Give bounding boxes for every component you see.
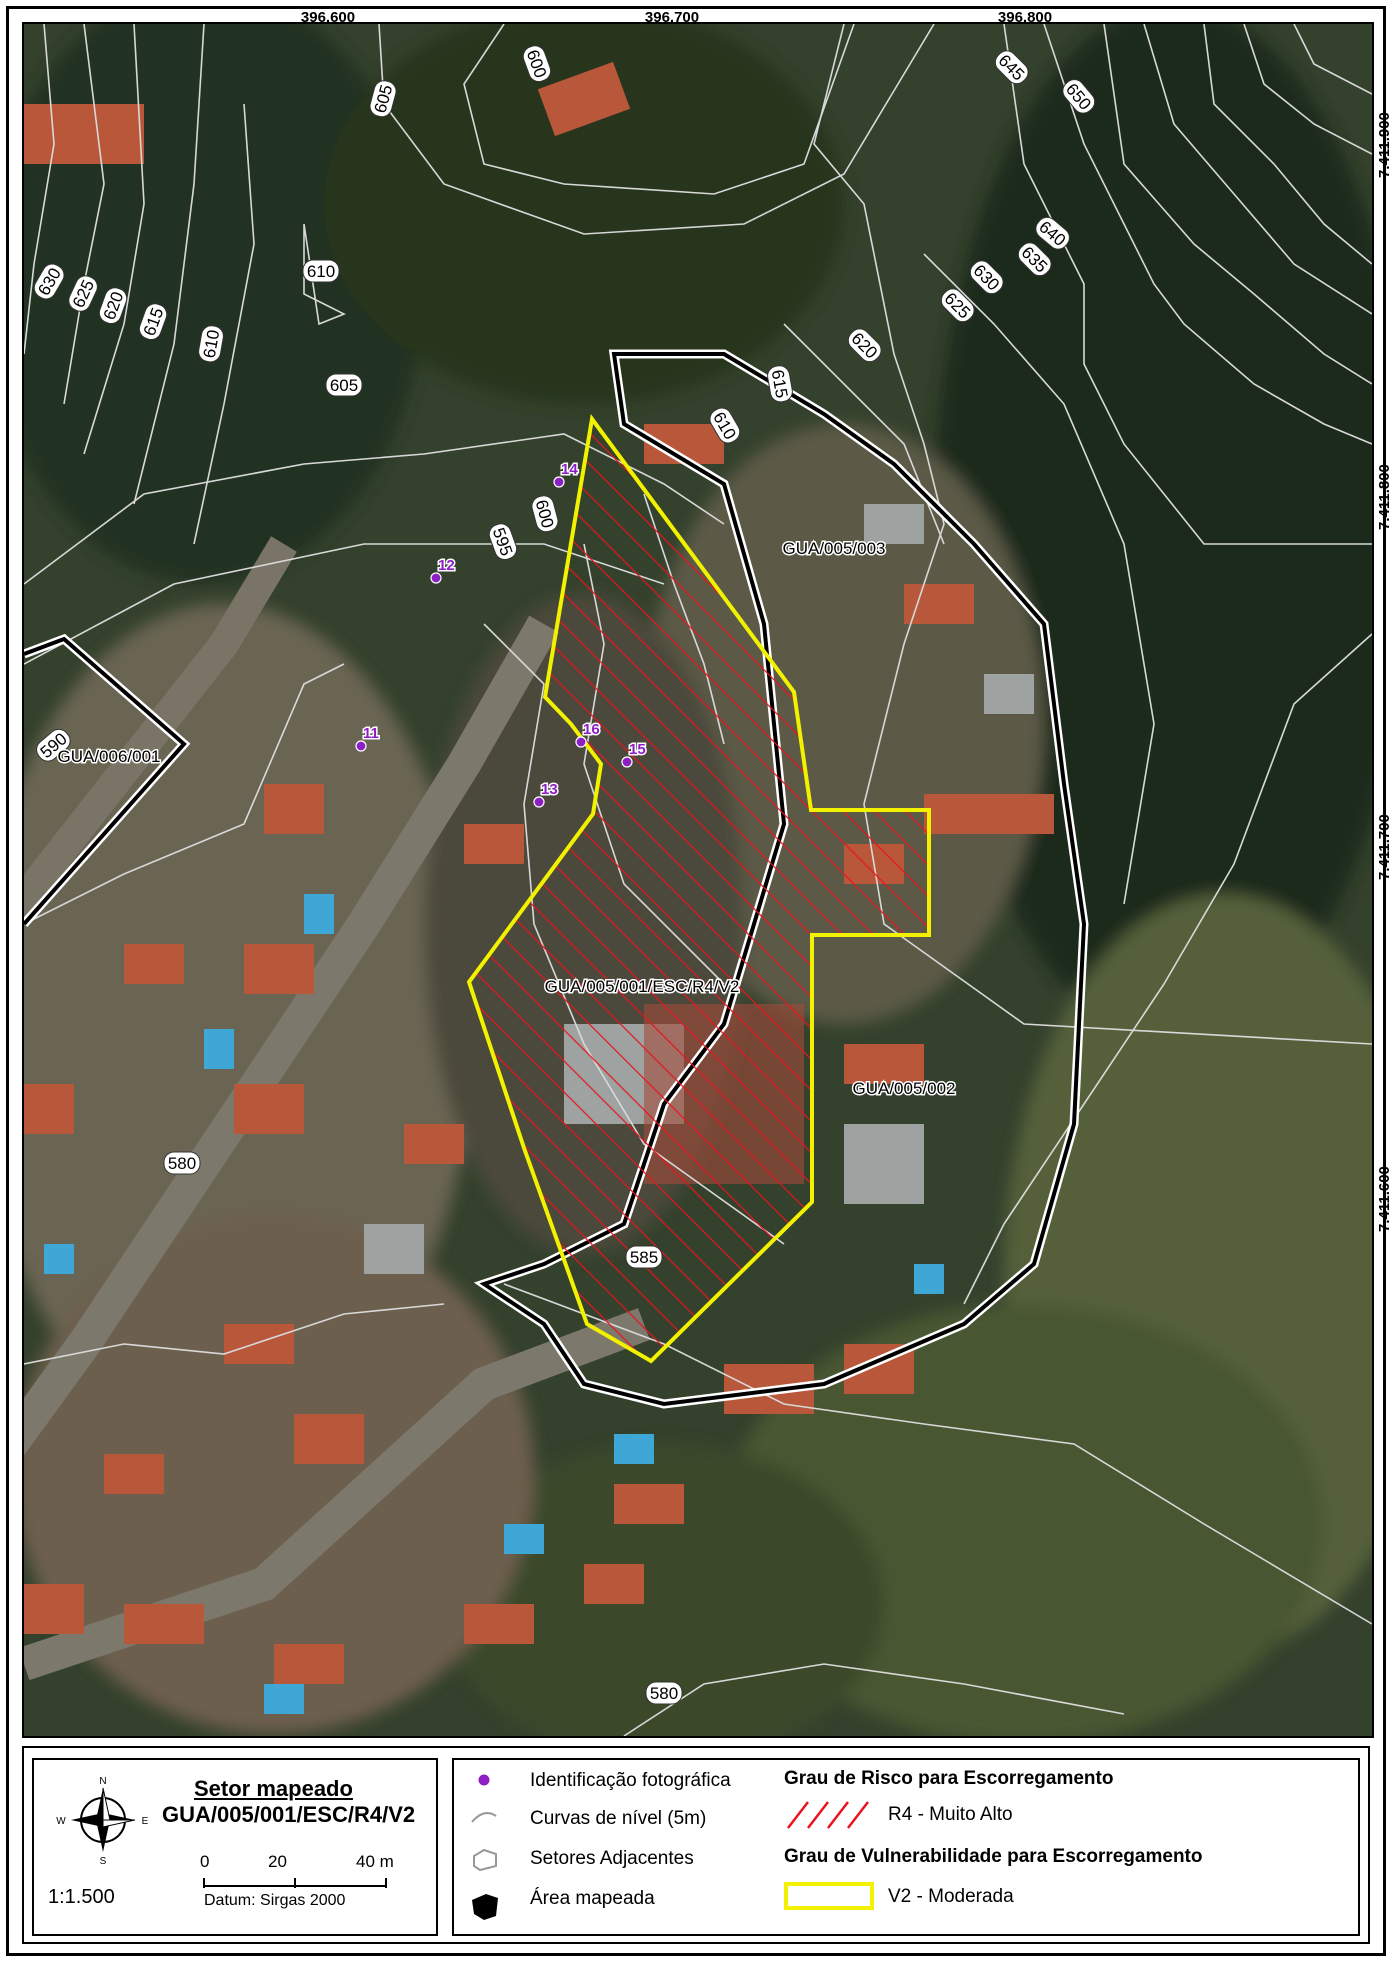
contour-label: 605 — [325, 373, 363, 397]
svg-text:615: 615 — [768, 368, 792, 399]
sector-label-adjacent: GUA/005/002 — [852, 1079, 955, 1098]
svg-text:580: 580 — [168, 1154, 196, 1173]
mapped-area-icon — [472, 1894, 498, 1920]
northing-label: 7.411.700 — [1376, 814, 1393, 880]
svg-text:610: 610 — [200, 328, 224, 359]
datum: Datum: Sirgas 2000 — [204, 1892, 346, 1909]
contour-label: 600 — [531, 495, 559, 533]
svg-text:605: 605 — [330, 376, 358, 395]
easting-label: 396,800 — [997, 9, 1053, 26]
photo-point-marker[interactable] — [533, 796, 545, 808]
photo-point-label: 15 — [629, 741, 646, 758]
easting-label: 396,600 — [300, 9, 356, 26]
photo-point-group: 14 12 11 16 15 13 — [355, 460, 647, 808]
photo-point-marker[interactable] — [553, 476, 565, 488]
north-arrow-icon: N S E W — [56, 1776, 149, 1866]
risk-title: Grau de Risco para Escorregamento — [784, 1768, 1114, 1789]
legend-contours: Curvas de nível (5m) — [530, 1808, 707, 1829]
north-e: E — [142, 1816, 149, 1827]
vuln-outline-icon — [784, 1882, 874, 1910]
sector-title: Setor mapeado — [194, 1776, 353, 1801]
risk-hatch-icon — [787, 1801, 869, 1829]
scale-tick: 0 — [200, 1852, 210, 1871]
legend-right-panel — [452, 1758, 1360, 1936]
scale-bar — [203, 1878, 387, 1888]
photo-point-marker[interactable] — [621, 756, 633, 768]
legend: N S E W Setor mapeado GUA/005/001/ESC/R4… — [22, 1746, 1370, 1944]
sector-label-adjacent: GUA/006/001 — [57, 747, 160, 766]
northing-label: 7.411.900 — [1376, 112, 1393, 178]
contour-label: 580 — [645, 1681, 683, 1705]
svg-text:585: 585 — [630, 1248, 658, 1267]
photo-point-label: 11 — [363, 725, 379, 742]
legend-adjacent: Setores Adjacentes — [530, 1848, 694, 1869]
risk-sector-hatch — [469, 419, 929, 1361]
photo-point-icon — [477, 1773, 491, 1787]
scale-tick: 40 m — [356, 1852, 394, 1871]
legend-left-panel — [32, 1758, 438, 1936]
photo-point-label: 13 — [541, 781, 558, 798]
scale-ratio: 1:1.500 — [48, 1886, 115, 1908]
easting-label: 396,700 — [644, 9, 700, 26]
north-w: W — [56, 1816, 66, 1827]
svg-text:610: 610 — [307, 262, 335, 281]
contour-icon — [471, 1812, 497, 1823]
photo-point-label: 12 — [438, 557, 455, 574]
photo-point-label: 14 — [561, 461, 578, 478]
map-canvas: 6006056106306256206156106055956006156106… — [24, 24, 1372, 1736]
legend-mapped: Área mapeada — [530, 1888, 655, 1909]
risk-item: R4 - Muito Alto — [888, 1804, 1013, 1825]
northing-label: 7.411.800 — [1376, 464, 1393, 530]
vuln-item: V2 - Moderada — [888, 1886, 1014, 1907]
sector-label-main: GUA/005/001/ESC/R4/V2 — [545, 977, 740, 996]
north-n: N — [99, 1776, 106, 1787]
scale-tick: 20 — [268, 1852, 287, 1871]
contour-label: 580 — [163, 1151, 201, 1175]
sector-label-group: GUA/005/001/ESC/R4/V2 GUA/005/003 GUA/00… — [56, 538, 957, 1100]
contour-label: 605 — [369, 80, 397, 118]
map-frame — [6, 6, 1386, 1956]
legend-symbols — [471, 1773, 498, 1920]
legend-photo: Identificação fotográfica — [530, 1770, 731, 1791]
photo-point-marker[interactable] — [355, 740, 367, 752]
svg-text:580: 580 — [650, 1684, 678, 1703]
photo-point-marker[interactable] — [430, 572, 442, 584]
adjacent-sector-icon — [473, 1848, 497, 1872]
sector-code: GUA/005/001/ESC/R4/V2 — [162, 1802, 416, 1827]
contour-label: 610 — [302, 259, 340, 283]
contour-label: 615 — [767, 365, 793, 403]
vuln-title: Grau de Vulnerabilidade para Escorregame… — [784, 1846, 1203, 1867]
sector-label-adjacent: GUA/005/003 — [782, 539, 885, 558]
northing-label: 7.411.600 — [1376, 1166, 1393, 1232]
contour-label: 585 — [625, 1245, 663, 1269]
photo-point-label: 16 — [583, 721, 600, 738]
north-s: S — [100, 1856, 107, 1866]
contour-label: 610 — [198, 325, 224, 363]
photo-point-marker[interactable] — [575, 736, 587, 748]
